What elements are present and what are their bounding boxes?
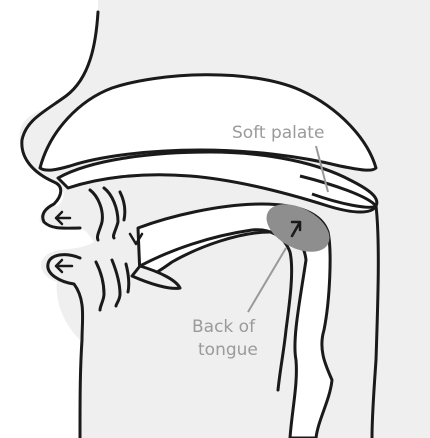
back-of-tongue-label-line2: tongue xyxy=(198,340,258,360)
soft-palate-label: Soft palate xyxy=(232,123,324,143)
back-of-tongue-label-line1: Back of xyxy=(192,317,256,337)
